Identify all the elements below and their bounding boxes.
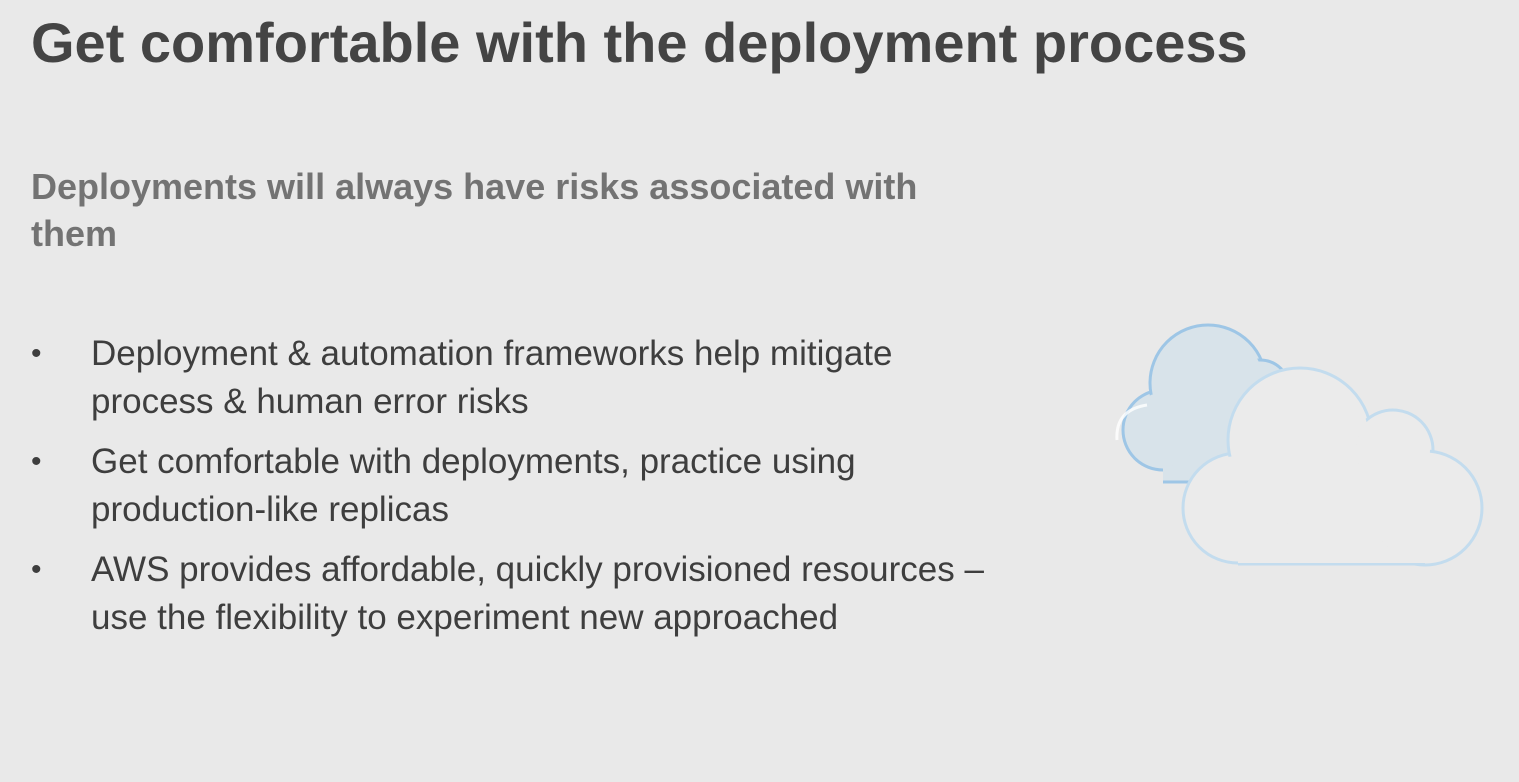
clouds-illustration bbox=[1115, 323, 1484, 567]
bullet-text: Get comfortable with deployments, practi… bbox=[91, 442, 856, 529]
front-cloud bbox=[1181, 366, 1484, 567]
bullet-marker: • bbox=[31, 445, 42, 478]
bullet-marker: • bbox=[31, 337, 42, 370]
bullet-text: AWS provides affordable, quickly provisi… bbox=[91, 550, 984, 637]
bullet-list: • Deployment & automation frameworks hel… bbox=[31, 330, 1011, 654]
bullet-item: • AWS provides affordable, quickly provi… bbox=[31, 546, 1011, 642]
slide-title: Get comfortable with the deployment proc… bbox=[31, 11, 1248, 74]
slide-subtitle: Deployments will always have risks assoc… bbox=[31, 166, 918, 254]
bullet-marker: • bbox=[31, 553, 42, 586]
bullet-text: Deployment & automation frameworks help … bbox=[91, 334, 893, 421]
bullet-item: • Deployment & automation frameworks hel… bbox=[31, 330, 1011, 426]
cloud-icon bbox=[1075, 315, 1495, 580]
bullet-item: • Get comfortable with deployments, prac… bbox=[31, 438, 1011, 534]
